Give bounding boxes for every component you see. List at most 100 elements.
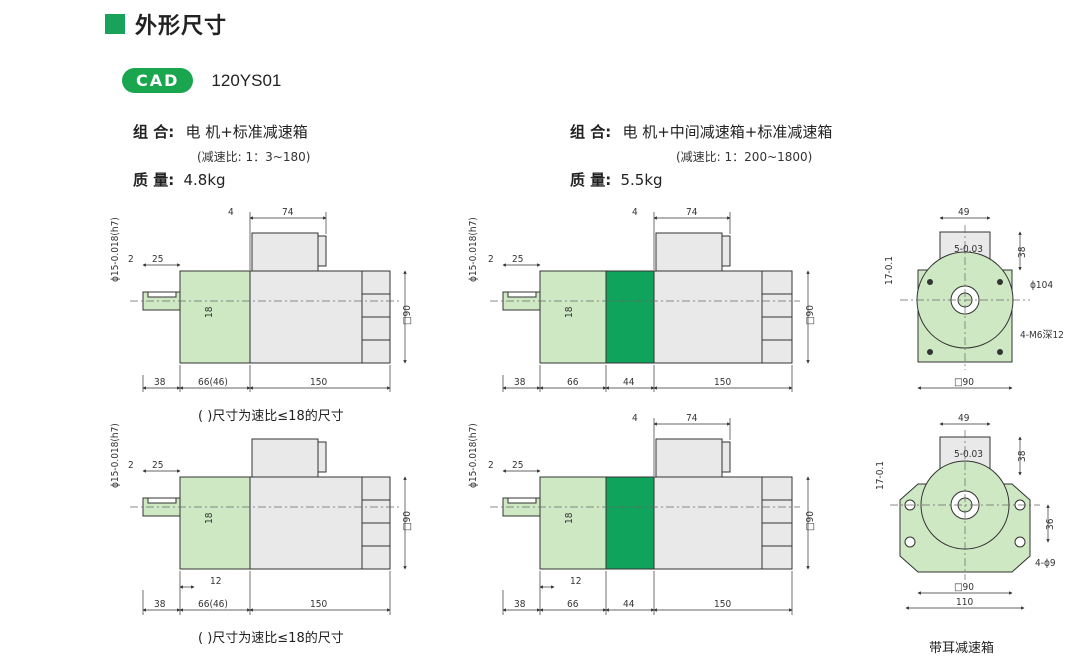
drawing-bottom-right: 49 5-0.03 38 17-0.1 36 4-ϕ9 □90 110 bbox=[875, 413, 1056, 610]
dim-12: 12 bbox=[210, 576, 221, 587]
dim-2: 2 bbox=[128, 254, 134, 265]
dim-sq90: □90 bbox=[805, 511, 816, 531]
dim-18: 18 bbox=[564, 512, 575, 524]
dim-25: 25 bbox=[512, 254, 523, 265]
terminal-box bbox=[655, 232, 723, 272]
motor-body bbox=[653, 270, 763, 364]
section-title: 外形尺寸 bbox=[135, 14, 228, 39]
right-combo: 组 合: 电 机+中间减速箱+标准减速箱 bbox=[570, 121, 832, 142]
gearbox-body bbox=[539, 270, 607, 364]
dim-2: 2 bbox=[488, 254, 494, 265]
dim-150: 150 bbox=[714, 599, 731, 610]
left-weight-label: 质 量: bbox=[133, 171, 175, 189]
dim-66: 66 bbox=[567, 599, 579, 610]
dim-shaft-dia: ϕ15-0.018(h7) bbox=[110, 423, 121, 488]
dim-17: 17-0.1 bbox=[884, 256, 895, 285]
dim-shaft-dia: ϕ15-0.018(h7) bbox=[110, 217, 121, 282]
dim-18: 18 bbox=[204, 512, 215, 524]
dim-18: 18 bbox=[204, 306, 215, 318]
dim-shaft-dia: ϕ15-0.018(h7) bbox=[468, 217, 479, 282]
dim-49: 49 bbox=[958, 413, 970, 424]
terminal-box bbox=[655, 438, 723, 478]
dim-sq90: □90 bbox=[402, 305, 413, 325]
drawing-top-right: 49 5-0.03 38 17-0.1 ϕ104 4-M6深12 □90 bbox=[884, 207, 1064, 390]
dim-dia104: ϕ104 bbox=[1030, 280, 1053, 291]
dim-25: 25 bbox=[512, 460, 523, 471]
dim-sq90: □90 bbox=[954, 582, 974, 593]
caption-bottom-left: ( )尺寸为速比≤18的尺寸 bbox=[198, 631, 344, 646]
dim-49: 49 bbox=[958, 207, 970, 218]
drawing-top-middle: 38 66 44 150 4 74 25 2 □90 18 ϕ15-0.018(… bbox=[468, 207, 816, 392]
dim-shaft-dia: ϕ15-0.018(h7) bbox=[468, 423, 479, 488]
dim-2: 2 bbox=[128, 460, 134, 471]
section-header: 外形尺寸 bbox=[105, 8, 227, 40]
dim-38: 38 bbox=[154, 599, 166, 610]
dim-74: 74 bbox=[686, 413, 698, 424]
drawing-top-left: 38 66(46) 150 4 74 25 2 □90 18 ϕ15-0.018… bbox=[110, 207, 413, 392]
dim-sq90: □90 bbox=[402, 511, 413, 531]
gearbox-body bbox=[539, 476, 607, 570]
dim-25: 25 bbox=[152, 254, 163, 265]
dim-36: 36 bbox=[1045, 518, 1056, 530]
left-ratio-note: (减速比: 1：3~180) bbox=[197, 150, 311, 164]
right-combo-label: 组 合: bbox=[570, 123, 612, 141]
dim-12: 12 bbox=[570, 576, 581, 587]
dim-66-46: 66(46) bbox=[198, 599, 228, 610]
drawing-bottom-middle: 12 38 66 44 150 4 74 25 2 □90 18 ϕ15-0.0… bbox=[468, 413, 816, 615]
dim-150: 150 bbox=[310, 599, 327, 610]
dim-44: 44 bbox=[623, 599, 635, 610]
dim-5: 5-0.03 bbox=[954, 244, 983, 255]
green-square-icon bbox=[105, 14, 125, 34]
terminal-box bbox=[251, 438, 319, 478]
drawing-bottom-left: 12 38 66(46) 150 25 2 □90 18 ϕ15-0.018(h… bbox=[110, 423, 413, 615]
mid-gearbox-body bbox=[605, 270, 655, 364]
dim-38: 38 bbox=[514, 377, 526, 388]
dim-66: 66 bbox=[567, 377, 579, 388]
motor-body bbox=[653, 476, 763, 570]
right-ratio-note: (减速比: 1：200~1800) bbox=[676, 150, 813, 164]
dim-66-46: 66(46) bbox=[198, 377, 228, 388]
dim-150: 150 bbox=[714, 377, 731, 388]
left-weight: 质 量: 4.8kg bbox=[133, 169, 226, 190]
right-weight: 质 量: 5.5kg bbox=[570, 169, 663, 190]
right-weight-value: 5.5kg bbox=[620, 171, 663, 189]
dim-18: 18 bbox=[564, 306, 575, 318]
terminal-box bbox=[251, 232, 319, 272]
caption-bottom-right: 带耳减速箱 bbox=[929, 641, 995, 656]
dim-38: 38 bbox=[154, 377, 166, 388]
dim-110: 110 bbox=[956, 597, 973, 608]
dim-sq90: □90 bbox=[805, 305, 816, 325]
left-weight-value: 4.8kg bbox=[183, 171, 226, 189]
dim-holes-9: 4-ϕ9 bbox=[1035, 558, 1056, 569]
gearbox-body bbox=[179, 270, 251, 364]
right-combo-value: 电 机+中间减速箱+标准减速箱 bbox=[622, 123, 833, 141]
caption-top-left: ( )尺寸为速比≤18的尺寸 bbox=[198, 409, 344, 424]
left-combo-value: 电 机+标准减速箱 bbox=[185, 123, 308, 141]
right-weight-label: 质 量: bbox=[570, 171, 612, 189]
dim-74: 74 bbox=[686, 207, 698, 218]
dim-4: 4 bbox=[228, 207, 234, 218]
dim-5: 5-0.03 bbox=[954, 449, 983, 460]
cad-row: CAD 120YS01 bbox=[122, 68, 281, 93]
dim-4: 4 bbox=[632, 413, 638, 424]
cad-model: 120YS01 bbox=[211, 70, 282, 90]
motor-body bbox=[249, 270, 363, 364]
left-combo: 组 合: 电 机+标准减速箱 bbox=[133, 121, 308, 142]
dim-38: 38 bbox=[514, 599, 526, 610]
dim-38v: 38 bbox=[1017, 246, 1028, 258]
gearbox-body bbox=[179, 476, 251, 570]
motor-body bbox=[249, 476, 363, 570]
dim-38v: 38 bbox=[1017, 450, 1028, 462]
dim-25: 25 bbox=[152, 460, 163, 471]
cad-badge[interactable]: CAD bbox=[122, 68, 194, 93]
dim-17: 17-0.1 bbox=[875, 461, 886, 490]
dim-holes-m6: 4-M6深12 bbox=[1020, 329, 1064, 341]
dim-150: 150 bbox=[310, 377, 327, 388]
mid-gearbox-body bbox=[605, 476, 655, 570]
dim-sq90: □90 bbox=[954, 377, 974, 388]
dim-44: 44 bbox=[623, 377, 635, 388]
left-combo-label: 组 合: bbox=[133, 123, 175, 141]
dim-2: 2 bbox=[488, 460, 494, 471]
